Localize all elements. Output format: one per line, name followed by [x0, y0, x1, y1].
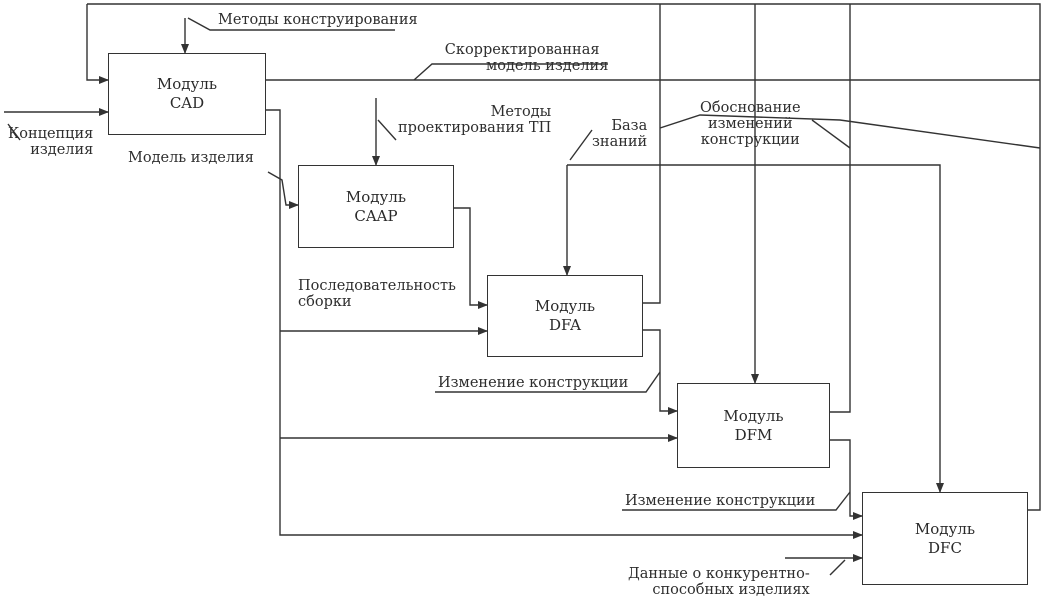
module-capp[interactable]: Модуль CAAP [298, 165, 454, 248]
design-change-1-leader [435, 371, 661, 393]
dfm-feedback-up [830, 4, 851, 413]
label-assembly-sequence-line2: сборки [298, 294, 352, 310]
concept-leader [7, 123, 21, 141]
label-change-rationale: Обоснование изменений конструкции [700, 100, 801, 148]
top-feedback-line [87, 3, 1041, 511]
module-dfc[interactable]: Модуль DFC [862, 492, 1028, 585]
top-feedback-arrow [86, 4, 109, 84]
label-change-rationale-line2: изменений [707, 116, 793, 132]
dfm-to-dfc [830, 439, 863, 520]
module-dfa-title: Модуль [534, 297, 596, 315]
rationale-leader [811, 119, 851, 149]
label-change-rationale-line1: Обоснование [700, 100, 801, 116]
label-knowledge-base-line2: знаний [592, 134, 648, 150]
module-cad-code: CAD [169, 94, 205, 112]
dfa-to-dfm [643, 329, 678, 415]
label-tp-methods-line1: Методы [490, 104, 552, 120]
label-corrected-model-line1: Скорректированная [444, 42, 600, 58]
design-change-2-leader [622, 491, 851, 511]
module-dfm[interactable]: Модуль DFM [677, 383, 830, 468]
rationale-diagonal [659, 114, 1041, 149]
label-design-change-2: Изменение конструкции [625, 493, 816, 509]
label-competitor-data-line2: способных изделиях [652, 582, 810, 598]
label-competitor-data: Данные о конкурентно- способных изделиях [628, 566, 810, 598]
label-design-methods: Методы конструирования [218, 12, 418, 28]
label-product-model: Модель изделия [128, 150, 254, 166]
module-cad-title: Модуль [156, 75, 218, 93]
label-design-change-1: Изменение конструкции [438, 375, 629, 391]
label-change-rationale-line3: конструкции [700, 132, 800, 148]
module-cad[interactable]: Модуль CAD [108, 53, 266, 135]
module-dfm-code: DFM [734, 425, 773, 444]
module-dfm-title: Модуль [723, 406, 784, 425]
label-assembly-sequence: Последовательность сборки [298, 278, 456, 310]
label-tp-methods: Методы проектирования ТП [398, 104, 551, 136]
module-capp-code: CAAP [354, 206, 398, 225]
module-dfc-title: Модуль [914, 519, 976, 538]
module-dfc-code: DFC [928, 538, 962, 557]
knowledge-base-line [567, 164, 944, 493]
label-corrected-model-line2: модель изделия [486, 58, 609, 74]
cad-to-capp [267, 171, 299, 209]
label-corrected-model: Скорректированная модель изделия [436, 42, 609, 74]
module-dfa-code: DFA [549, 316, 581, 334]
label-assembly-sequence-line1: Последовательность [298, 278, 456, 294]
label-competitor-data-line1: Данные о конкурентно- [628, 566, 810, 582]
cad-output-trunk [266, 109, 863, 539]
corrected-model-leader [413, 63, 608, 81]
capp-to-dfa [454, 207, 488, 309]
label-product-concept-line2: изделия [30, 142, 94, 158]
label-tp-methods-line2: проектирования ТП [398, 120, 552, 136]
dfa-feedback-up [643, 4, 661, 304]
competitor-leader [829, 559, 846, 576]
knowledge-base-leader [569, 129, 593, 161]
label-product-concept-line1: Концепция [8, 126, 94, 142]
label-knowledge-base-line1: База [611, 118, 648, 134]
tp-methods-leader [377, 119, 397, 141]
module-dfa[interactable]: Модуль DFA [487, 275, 643, 357]
label-product-concept: Концепция изделия [8, 126, 93, 158]
module-capp-title: Модуль [345, 187, 407, 206]
design-methods-leader [187, 17, 395, 31]
label-knowledge-base: База знаний [592, 118, 647, 150]
